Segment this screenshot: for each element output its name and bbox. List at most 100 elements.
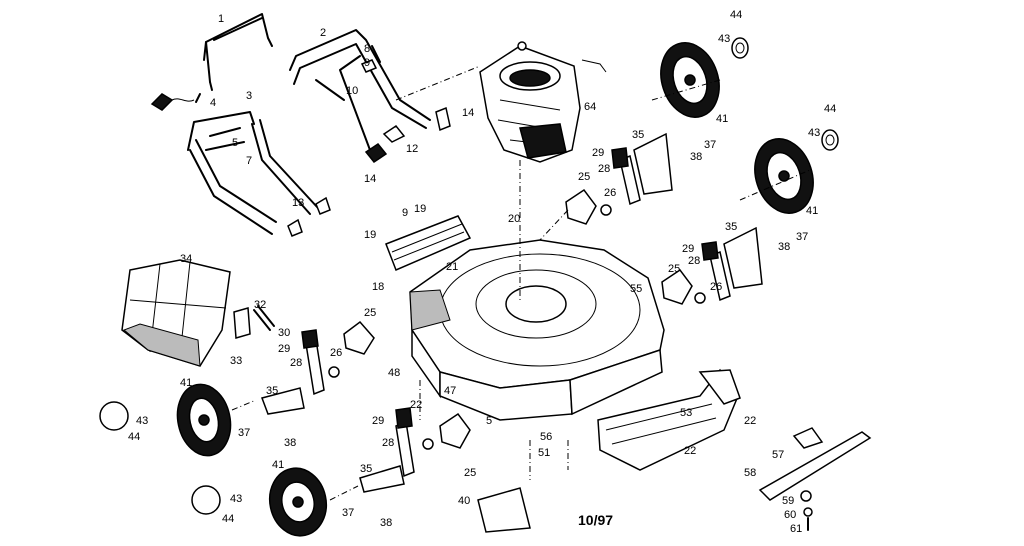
callout-25: 25: [364, 307, 376, 319]
callout-26: 26: [604, 187, 616, 199]
blade-assembly-parts: [233, 305, 872, 531]
callout-55: 55: [630, 283, 642, 295]
callout-8: 8: [364, 43, 370, 55]
callout-29: 29: [592, 147, 604, 159]
callout-56: 56: [540, 431, 552, 443]
revision-date: 10/97: [578, 512, 614, 528]
wheel-front-lower: [268, 467, 328, 537]
engine-part: [479, 41, 607, 163]
callout-41: 41: [806, 205, 818, 217]
callout-38: 38: [690, 151, 702, 163]
callout-34: 34: [180, 253, 192, 265]
callout-22: 22: [684, 445, 696, 457]
handle-upper-part: [203, 13, 273, 91]
callout-64: 64: [584, 101, 596, 113]
callout-35: 35: [360, 463, 372, 475]
wheel-front-upper: [176, 383, 232, 457]
callout-43: 43: [718, 33, 730, 45]
callout-38: 38: [380, 517, 392, 529]
callout-48: 48: [388, 367, 400, 379]
callout-28: 28: [290, 357, 302, 369]
callout-35: 35: [725, 221, 737, 233]
callout-19: 19: [364, 229, 376, 241]
callout-29: 29: [682, 243, 694, 255]
callout-35: 35: [632, 129, 644, 141]
callout-43: 43: [808, 127, 820, 139]
callout-1: 1: [218, 13, 224, 25]
callout-43: 43: [136, 415, 148, 427]
rear-flap-part: [385, 215, 472, 271]
callout-44: 44: [128, 431, 140, 443]
callout-41: 41: [180, 377, 192, 389]
callout-25: 25: [668, 263, 680, 275]
callout-35: 35: [266, 385, 278, 397]
handle-lower-part: [187, 111, 319, 235]
callout-5: 5: [232, 137, 238, 149]
callout-13: 13: [292, 197, 304, 209]
callout-60: 60: [784, 509, 796, 521]
callout-33: 33: [230, 355, 242, 367]
chute-plug-part: [477, 487, 531, 533]
callout-29: 29: [372, 415, 384, 427]
callout-47: 47: [444, 385, 456, 397]
callout-37: 37: [704, 139, 716, 151]
callout-32: 32: [254, 299, 266, 311]
discharge-chute-part: [597, 368, 741, 471]
callout-38: 38: [284, 437, 296, 449]
callout-59: 59: [782, 495, 794, 507]
callout-57: 57: [772, 449, 784, 461]
callout-28: 28: [382, 437, 394, 449]
callout-10: 10: [346, 85, 358, 97]
callout-25: 25: [578, 171, 590, 183]
grass-bag-part: [121, 259, 231, 367]
callout-25: 25: [464, 467, 476, 479]
callout-14: 14: [364, 173, 376, 185]
height-adjuster-parts: [261, 132, 763, 493]
callout-37: 37: [238, 427, 250, 439]
callout-20: 20: [508, 213, 520, 225]
callout-61: 61: [790, 523, 802, 535]
callout-41: 41: [716, 113, 728, 125]
callout-30: 30: [278, 327, 290, 339]
callout-37: 37: [796, 231, 808, 243]
callout-40: 40: [458, 495, 470, 507]
callout-14: 14: [462, 107, 474, 119]
callout-28: 28: [598, 163, 610, 175]
callout-44: 44: [730, 9, 742, 21]
callout-22: 22: [744, 415, 756, 427]
wheel-rear-lower: [754, 138, 814, 214]
wheel-rear-upper: [660, 42, 720, 118]
callout-37: 37: [342, 507, 354, 519]
callout-7: 7: [246, 155, 252, 167]
callout-28: 28: [688, 255, 700, 267]
callout-44: 44: [824, 103, 836, 115]
callout-43: 43: [230, 493, 242, 505]
callout-58: 58: [744, 467, 756, 479]
hub-caps: [99, 37, 839, 515]
callout-53: 53: [680, 407, 692, 419]
callout-4: 4: [210, 97, 216, 109]
callout-38: 38: [778, 241, 790, 253]
callout-9: 9: [402, 207, 408, 219]
callout-44: 44: [222, 513, 234, 525]
callout-41: 41: [272, 459, 284, 471]
callout-51: 51: [538, 447, 550, 459]
callout-18: 18: [372, 281, 384, 293]
cable-clip-parts: [150, 59, 451, 237]
callout-19: 19: [414, 203, 426, 215]
callout-29: 29: [278, 343, 290, 355]
callout-12: 12: [406, 143, 418, 155]
callout-9: 9: [364, 57, 370, 69]
callout-21: 21: [446, 261, 458, 273]
assembly-lines: [231, 65, 811, 501]
callout-26: 26: [710, 281, 722, 293]
callout-3: 3: [246, 90, 252, 102]
callout-26: 26: [330, 347, 342, 359]
callout-22: 22: [410, 399, 422, 411]
callout-2: 2: [320, 27, 326, 39]
mower-deck-part: [409, 239, 665, 421]
callout-5: 5: [486, 415, 492, 427]
handle-main-part: [289, 29, 431, 151]
